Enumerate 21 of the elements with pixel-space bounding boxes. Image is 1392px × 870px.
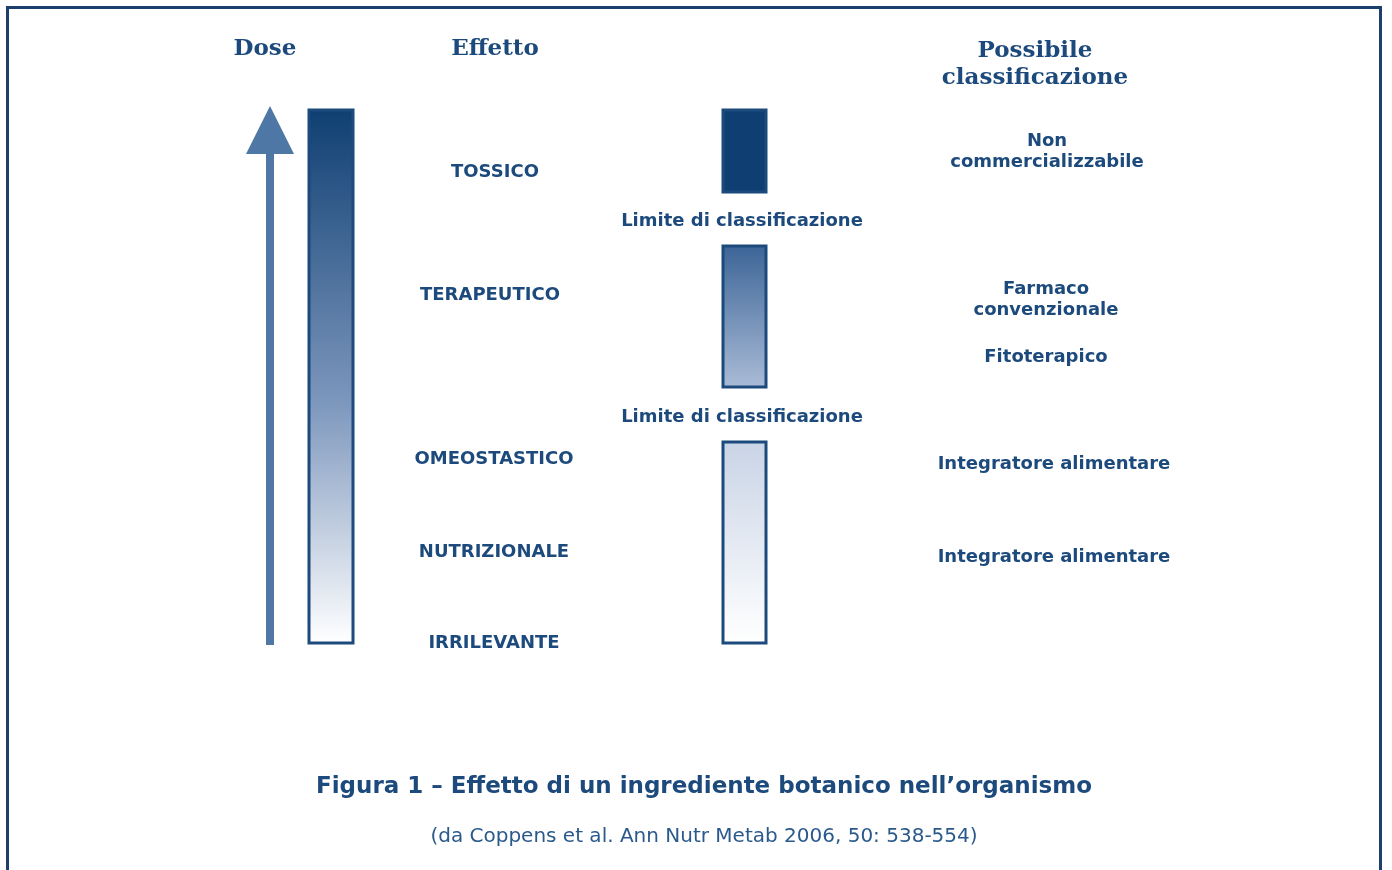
column-heading: Dose: [233, 32, 297, 60]
threshold-label: Limite di classificazione: [621, 208, 863, 230]
classification-label: Integratore alimentare: [937, 544, 1171, 566]
classification-label: Farmaco convenzionale: [972, 277, 1120, 319]
effect-label: IRRILEVANTE: [428, 630, 560, 652]
effect-label: TOSSICO: [451, 159, 539, 181]
source-citation: (da Coppens et al. Ann Nutr Metab 2006, 50: 538-554): [430, 823, 978, 847]
gradient-bar: [721, 440, 768, 645]
gradient-bar: [721, 244, 768, 389]
threshold-label: Limite di classificazione: [621, 404, 863, 426]
classification-label: Non commercializzabile: [949, 129, 1145, 171]
column-heading: Possibile classificazione: [940, 35, 1130, 89]
effect-label: TERAPEUTICO: [420, 282, 560, 304]
gradient-bar: [721, 108, 768, 194]
gradient-bar: [307, 108, 355, 645]
column-heading: Effetto: [451, 32, 539, 60]
figure-caption: Figura 1 – Effetto di un ingrediente botanico nell’organismo: [315, 772, 1093, 798]
classification-label: Integratore alimentare: [937, 451, 1171, 473]
classification-label: Fitoterapico: [984, 344, 1108, 366]
effect-label: OMEOSTASTICO: [414, 446, 574, 468]
effect-label: NUTRIZIONALE: [418, 539, 570, 561]
